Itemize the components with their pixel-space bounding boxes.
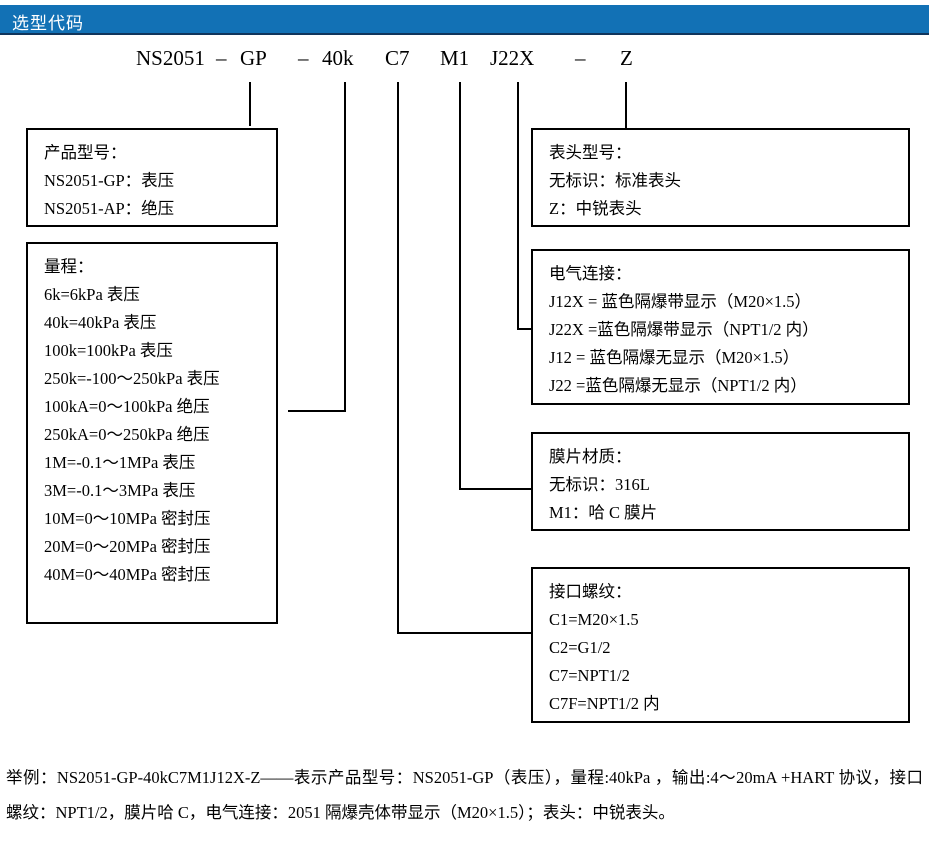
code-token-type: GP bbox=[240, 46, 267, 70]
code-token-range: 40k bbox=[322, 46, 354, 70]
box-thread-title: 接口螺纹： bbox=[549, 582, 632, 601]
box-head-model-title: 表头型号： bbox=[549, 143, 632, 162]
box-diaphragm-line-2: M1：哈 C 膜片 bbox=[549, 503, 658, 522]
code-dash-2: – bbox=[298, 46, 309, 70]
code-token-diaphragm: M1 bbox=[440, 46, 470, 70]
box-thread-line-3: C7=NPT1/2 bbox=[549, 666, 630, 685]
code-dash-3: – bbox=[575, 46, 586, 70]
box-thread-line-2: C2=G1/2 bbox=[549, 638, 611, 657]
box-head-model-line-1: 无标识：标准表头 bbox=[549, 171, 681, 190]
box-product-model-title: 产品型号： bbox=[44, 143, 127, 162]
code-token-electrical: J22X bbox=[490, 46, 535, 70]
connector-diaphragm-horizontal bbox=[459, 488, 531, 490]
box-range-line-5: 100kA=0～100kPa 绝压 bbox=[44, 397, 210, 416]
connector-thread-vertical bbox=[397, 82, 399, 634]
box-range-line-10: 20M=0～20MPa 密封压 bbox=[44, 537, 211, 556]
box-product-model: 产品型号： NS2051-GP：表压 NS2051-AP：绝压 bbox=[26, 128, 278, 227]
connector-range-vertical bbox=[344, 82, 346, 412]
box-diaphragm-line-1: 无标识：316L bbox=[549, 475, 650, 494]
box-product-model-line-2: NS2051-AP：绝压 bbox=[44, 199, 175, 218]
box-range: 量程： 6k=6kPa 表压 40k=40kPa 表压 100k=100kPa … bbox=[26, 242, 278, 624]
box-head-model-line-2: Z：中锐表头 bbox=[549, 199, 642, 218]
code-token-head: Z bbox=[620, 46, 633, 70]
box-electrical-line-3: J12 = 蓝色隔爆无显示（M20×1.5） bbox=[549, 348, 800, 367]
box-diaphragm-material: 膜片材质： 无标识：316L M1：哈 C 膜片 bbox=[531, 432, 910, 531]
box-range-line-11: 40M=0～40MPa 密封压 bbox=[44, 565, 211, 584]
code-dash-1: – bbox=[216, 46, 227, 70]
connector-diaphragm-vertical bbox=[459, 82, 461, 490]
box-range-line-1: 6k=6kPa 表压 bbox=[44, 285, 140, 304]
box-range-line-3: 100k=100kPa 表压 bbox=[44, 341, 173, 360]
box-range-line-8: 3M=-0.1～3MPa 表压 bbox=[44, 481, 196, 500]
page-title: 选型代码 bbox=[12, 14, 84, 34]
box-diaphragm-title: 膜片材质： bbox=[549, 447, 632, 466]
section-header-bar: 选型代码 bbox=[0, 5, 929, 34]
box-range-line-9: 10M=0～10MPa 密封压 bbox=[44, 509, 211, 528]
box-electrical-title: 电气连接： bbox=[549, 264, 632, 283]
connector-head bbox=[625, 82, 627, 129]
header-underline bbox=[0, 33, 929, 35]
box-range-line-4: 250k=-100～250kPa 表压 bbox=[44, 369, 220, 388]
box-thread-line-1: C1=M20×1.5 bbox=[549, 610, 639, 629]
box-thread-line-4: C7F=NPT1/2 内 bbox=[549, 694, 660, 713]
connector-electrical-horizontal bbox=[517, 328, 531, 330]
connector-thread-horizontal bbox=[397, 632, 531, 634]
box-range-title: 量程： bbox=[44, 257, 94, 276]
code-token-thread: C7 bbox=[385, 46, 410, 70]
box-electrical-connection: 电气连接： J12X = 蓝色隔爆带显示（M20×1.5） J22X =蓝色隔爆… bbox=[531, 249, 910, 405]
example-note: 举例：NS2051-GP-40kC7M1J12X-Z——表示产品型号：NS205… bbox=[6, 768, 923, 822]
box-range-line-7: 1M=-0.1～1MPa 表压 bbox=[44, 453, 196, 472]
box-product-model-line-1: NS2051-GP：表压 bbox=[44, 171, 175, 190]
connector-electrical-vertical bbox=[517, 82, 519, 330]
connector-range-horizontal bbox=[288, 410, 346, 412]
box-range-line-2: 40k=40kPa 表压 bbox=[44, 313, 157, 332]
box-electrical-line-2: J22X =蓝色隔爆带显示（NPT1/2 内） bbox=[549, 320, 819, 339]
code-token-series: NS2051 bbox=[136, 46, 205, 70]
box-head-model: 表头型号： 无标识：标准表头 Z：中锐表头 bbox=[531, 128, 910, 227]
connector-gp bbox=[249, 82, 251, 126]
box-thread: 接口螺纹： C1=M20×1.5 C2=G1/2 C7=NPT1/2 C7F=N… bbox=[531, 567, 910, 723]
model-code-line: NS2051 – GP – 40k C7 M1 J22X – Z bbox=[0, 46, 929, 76]
box-electrical-line-1: J12X = 蓝色隔爆带显示（M20×1.5） bbox=[549, 292, 811, 311]
box-electrical-line-4: J22 =蓝色隔爆无显示（NPT1/2 内） bbox=[549, 376, 807, 395]
box-range-line-6: 250kA=0～250kPa 绝压 bbox=[44, 425, 210, 444]
